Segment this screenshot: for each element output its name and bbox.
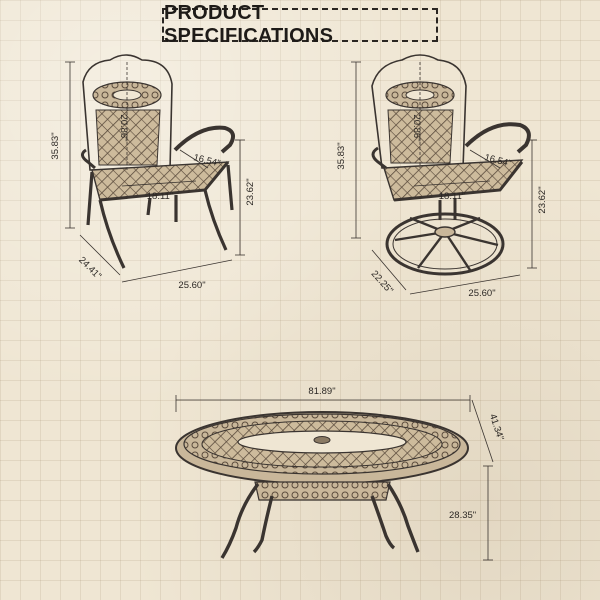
dining-chair-width-label: 25.60"	[178, 280, 205, 291]
dining-chair-legs	[86, 164, 234, 269]
page-title: PRODUCT SPECIFICATIONS	[164, 2, 334, 47]
dining-chair-arm-height-label: 23.62"	[245, 178, 256, 205]
dining-chair-back-weave	[95, 109, 161, 166]
swivel-chair-back-weave	[387, 109, 454, 164]
title-frame: PRODUCT SPECIFICATIONS	[162, 2, 438, 47]
swivel-chair-width-label: 25.60"	[468, 288, 495, 299]
dining-chair-depth-label: 24.41"	[76, 255, 103, 282]
dining-chair-dimension-lines	[65, 61, 245, 283]
oval-table: 81.89" 41.34" 28.35"	[175, 386, 506, 561]
swivel-chair-back-height-label: 20.86"	[411, 114, 422, 141]
swivel-chair-right-arm	[464, 122, 531, 154]
swivel-chair-back	[371, 54, 467, 169]
umbrella-hole	[313, 436, 331, 444]
swivel-chair: 35.83" 20.86" 16.54" 18.11" 23.62" 22.25…	[336, 54, 548, 299]
table-height-label: 28.35"	[449, 510, 476, 521]
swivel-chair-base-ring	[385, 212, 505, 276]
swivel-chair-seat-width-label: 18.11"	[439, 191, 465, 202]
table-width-label: 41.34"	[487, 413, 506, 442]
swivel-chair-height-label: 35.83"	[336, 142, 347, 169]
table-length-label: 81.89"	[308, 386, 335, 397]
table-skirt	[254, 481, 391, 501]
table-dimension-lines	[175, 395, 494, 561]
dining-chair: 35.83" 20.86" 16.54" 18.11" 23.62" 24.41…	[50, 54, 256, 291]
dining-chair-right-arm	[173, 125, 236, 154]
swivel-chair-dimension-lines	[351, 61, 537, 295]
dining-chair-back	[82, 54, 173, 171]
dining-chair-height-label: 35.83"	[50, 132, 61, 159]
swivel-chair-arm-height-label: 23.62"	[537, 186, 548, 213]
swivel-chair-left-arm	[371, 146, 387, 170]
dining-chair-left-arm	[81, 148, 96, 170]
swivel-chair-column	[438, 198, 457, 220]
dining-chair-seat-width-label: 18.11"	[147, 191, 173, 202]
dining-chair-back-height-label: 20.86"	[118, 114, 129, 141]
table-legs	[220, 482, 420, 559]
